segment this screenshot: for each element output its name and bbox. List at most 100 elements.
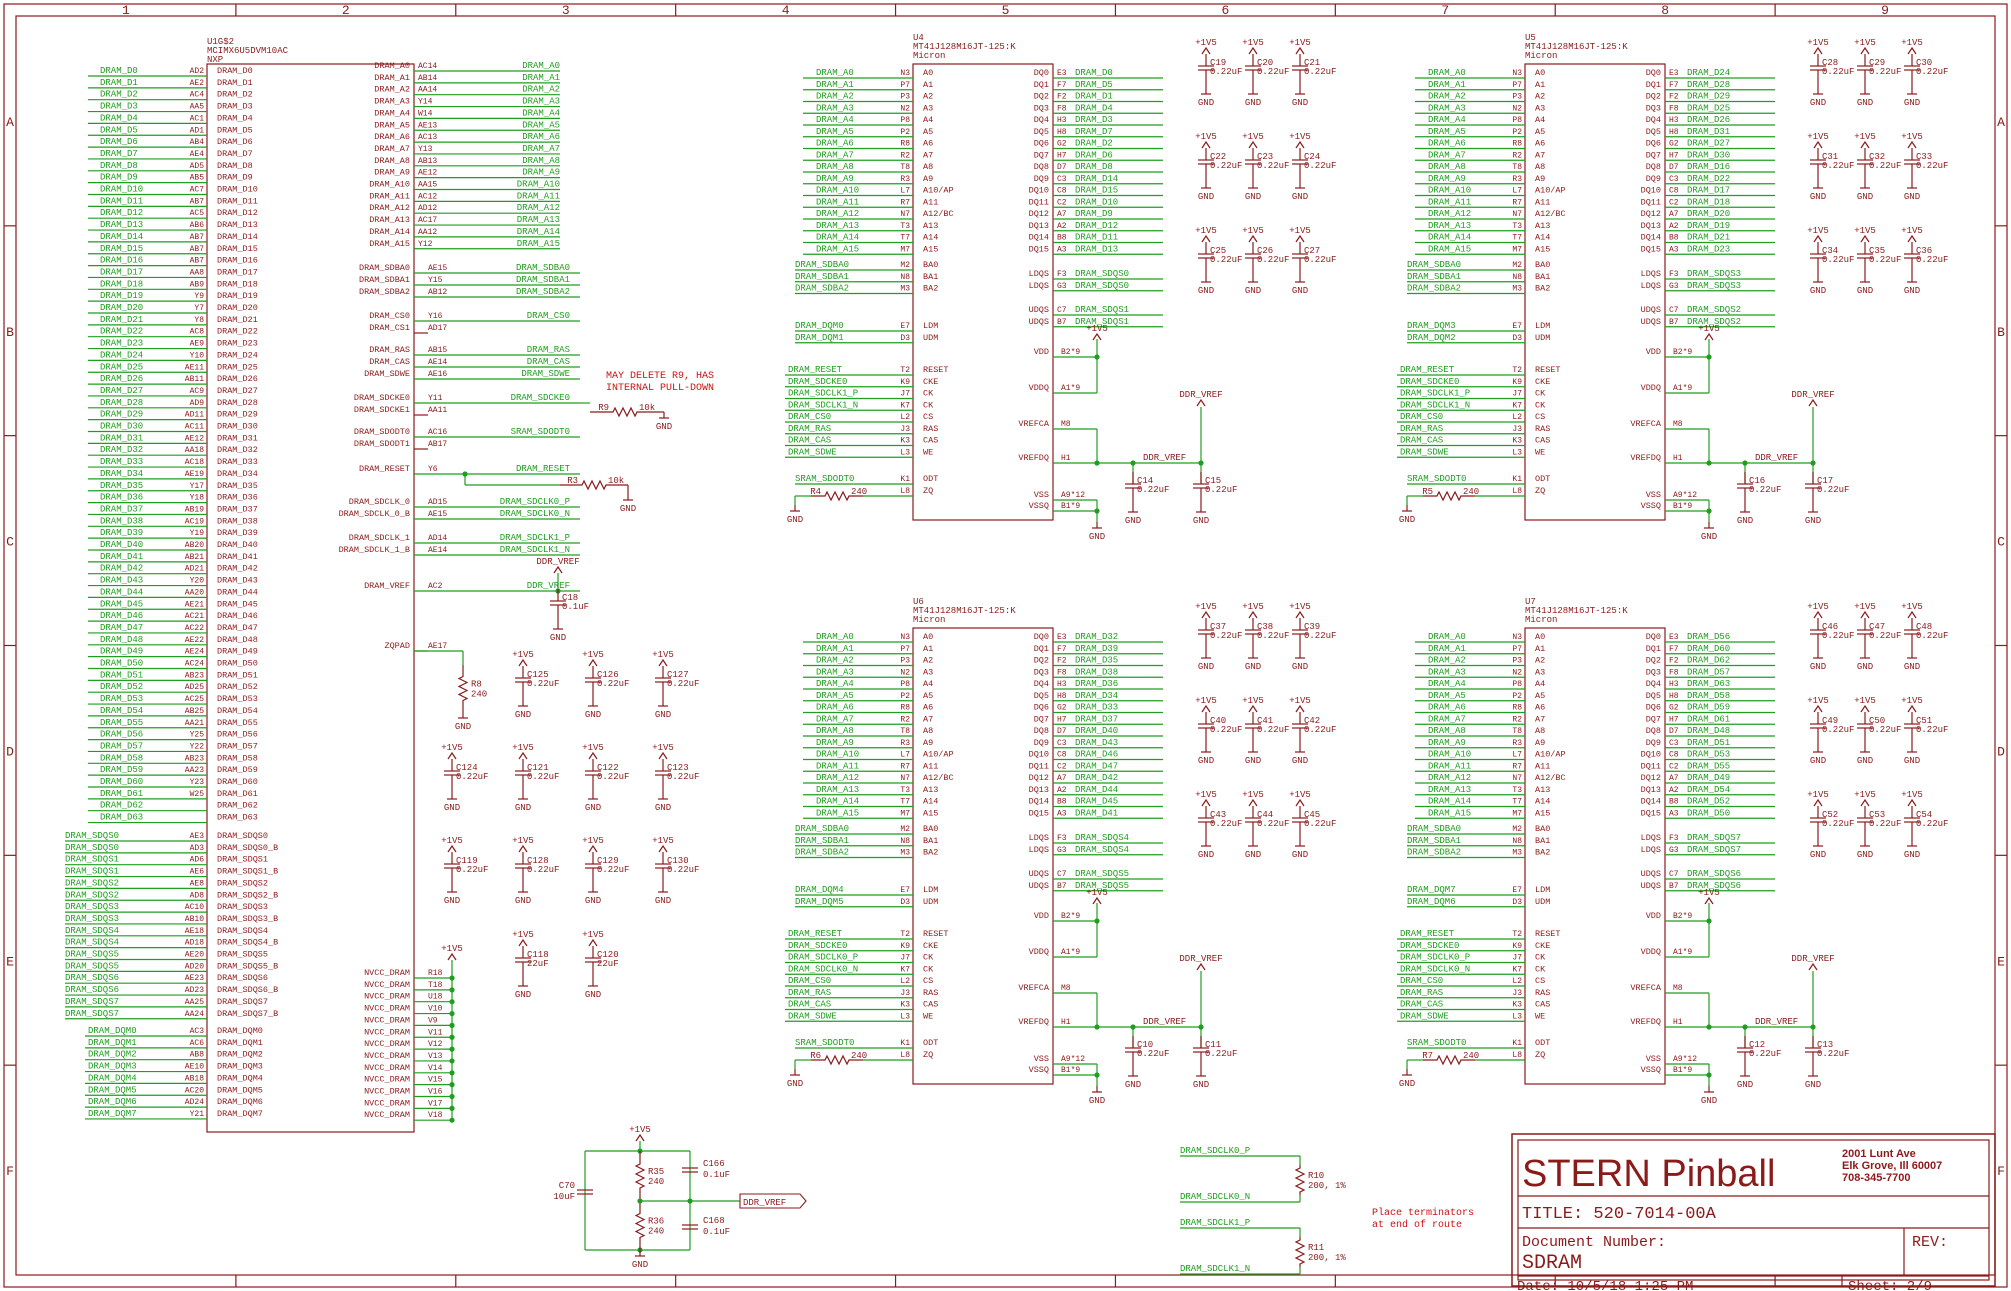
junction-dot <box>1094 918 1100 924</box>
gnd-label: GND <box>1245 662 1261 672</box>
ball-id: L8 <box>900 1051 910 1060</box>
cap-ref: C12 <box>1749 1040 1765 1050</box>
pin-name: DQ12 <box>1029 773 1049 783</box>
ball-id: F2 <box>1669 657 1679 666</box>
ball-id: K1 <box>900 475 910 484</box>
supply-label: +1V5 <box>1901 38 1923 48</box>
pin-name: ZQ <box>1535 486 1545 496</box>
ball-id: K3 <box>900 437 910 446</box>
resistor <box>1294 1237 1306 1267</box>
vref-arrow <box>1196 962 1206 971</box>
junction-dot <box>1810 460 1816 466</box>
net-label: SRAM_SDODT0 <box>795 474 854 484</box>
supply-label: +1V5 <box>441 743 463 753</box>
ball-id: L2 <box>1512 977 1522 986</box>
pin-name: VSS <box>1034 490 1049 500</box>
net-label: DRAM_CAS <box>788 436 831 446</box>
ball-id: AB25 <box>185 707 204 716</box>
pin-name: DRAM_SDQS7_B <box>217 1009 278 1019</box>
pin-name: NVCC_DRAM <box>364 980 410 990</box>
pin-name: DRAM_D38 <box>217 516 258 526</box>
pin-name: RESET <box>1535 929 1561 939</box>
ball-id: N3 <box>1512 69 1522 78</box>
net-label: DRAM_A13 <box>816 221 859 231</box>
net-label: SRAM_SDODT0 <box>1407 474 1466 484</box>
ball-id: P2 <box>1512 128 1522 137</box>
net-label: DRAM_SDWE <box>1400 1011 1449 1021</box>
net-label: DRAM_SDCLK1_N <box>788 400 858 410</box>
res-ref: R5 <box>1422 487 1433 497</box>
pin-name: VREFCA <box>1018 419 1050 429</box>
ball-id: AD2 <box>190 67 205 76</box>
pin-name: DRAM_D28 <box>217 398 258 408</box>
cap-ref: C126 <box>597 670 619 680</box>
net-label: DRAM_D17 <box>1687 186 1730 196</box>
ball-id: A1*9 <box>1673 384 1692 393</box>
pin-name: LDQS <box>1029 833 1049 843</box>
net-label: DRAM_A13 <box>517 215 560 225</box>
resistor <box>560 479 628 491</box>
cap-value: 0.22uF <box>1304 255 1336 265</box>
pin-name: DQ6 <box>1034 703 1049 713</box>
pin-name: CKE <box>923 941 938 951</box>
pin-name: DRAM_D24 <box>217 350 258 360</box>
net-label: DRAM_D46 <box>1075 750 1118 760</box>
pin-name: LDQS <box>1029 845 1049 855</box>
grid-row-label: F <box>6 1164 14 1179</box>
ball-id: R2 <box>900 151 910 160</box>
ball-id: AE6 <box>190 868 205 877</box>
cap-value: 0.22uF <box>1304 161 1336 171</box>
ball-id: V18 <box>428 1111 443 1120</box>
ball-id: Y25 <box>190 731 205 740</box>
ball-id: C3 <box>1669 175 1679 184</box>
supply-label: +1V5 <box>512 650 534 660</box>
company-name: STERN Pinball <box>1522 1153 1775 1195</box>
pin-name: DRAM_D25 <box>217 362 258 372</box>
res-value: 200, 1% <box>1308 1253 1346 1263</box>
pin-name: NVCC_DRAM <box>364 1051 410 1061</box>
pin-name: DRAM_D23 <box>217 339 258 349</box>
net-label: DRAM_A9 <box>816 738 854 748</box>
ball-id: N2 <box>1512 104 1522 113</box>
ball-id: F2 <box>1669 93 1679 102</box>
net-label: DRAM_D19 <box>100 291 143 301</box>
pin-name: CS <box>923 976 933 986</box>
cap-ref: C47 <box>1869 622 1885 632</box>
cap-value: 0.22uF <box>667 772 699 782</box>
grid-row-label: C <box>6 535 14 550</box>
net-label: DRAM_SDQS4 <box>65 926 119 936</box>
gnd-label: GND <box>1089 532 1105 542</box>
pin-name: DRAM_D41 <box>217 552 258 562</box>
net-label: DRAM_D26 <box>100 374 143 384</box>
ball-id: C8 <box>1057 187 1067 196</box>
pin-name: DQ2 <box>1034 656 1049 666</box>
net-label: DRAM_D57 <box>1687 667 1730 677</box>
vref-label: DDR_VREF <box>1791 954 1834 964</box>
supply-arrow <box>518 844 528 853</box>
ball-id: AD18 <box>185 939 204 948</box>
pin-name: DQ1 <box>1646 80 1661 90</box>
ball-id: AC9 <box>190 387 205 396</box>
cap-ref: C23 <box>1257 152 1273 162</box>
gnd-label: GND <box>1904 192 1920 202</box>
pin-name: CK <box>1535 953 1546 963</box>
pin-name: A14 <box>923 233 938 243</box>
pin-name: VSS <box>1646 1054 1661 1064</box>
ball-id: AB19 <box>185 505 204 514</box>
pin-name: CK <box>923 953 934 963</box>
net-label: DRAM_A3 <box>1428 103 1466 113</box>
ball-id: D3 <box>1512 898 1522 907</box>
title-block-inner <box>1517 1139 1990 1281</box>
gnd-label: GND <box>1810 850 1826 860</box>
pin-name: DQ9 <box>1034 174 1049 184</box>
pin-name: DRAM_D57 <box>217 741 258 751</box>
ball-id: G2 <box>1057 704 1067 713</box>
pin-name: DRAM_D7 <box>217 149 253 159</box>
vref-label: DDR_VREF <box>1755 1017 1798 1027</box>
pin-name: DQ11 <box>1641 761 1661 771</box>
net-label: DRAM_D48 <box>100 635 143 645</box>
net-label: DRAM_D16 <box>1687 162 1730 172</box>
junction-dot <box>1706 918 1712 924</box>
net-label: DRAM_D27 <box>1687 139 1730 149</box>
ball-id: AE4 <box>190 150 205 159</box>
